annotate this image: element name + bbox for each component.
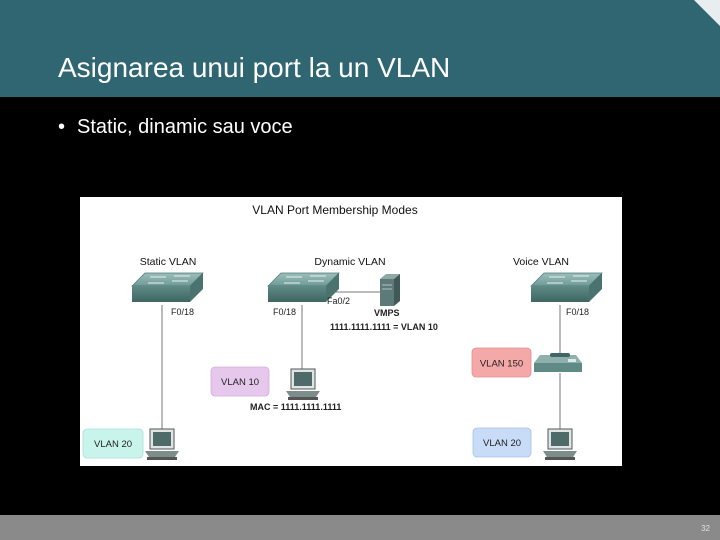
ip-phone-icon	[534, 353, 582, 372]
static-vlan-tag: VLAN 20	[82, 428, 144, 459]
diagram-title: VLAN Port Membership Modes	[252, 203, 417, 217]
header-corner-decoration	[694, 0, 720, 26]
dynamic-vlan-tag: VLAN 10	[210, 366, 270, 397]
voice-pc-vlan-tag-text: VLAN 20	[483, 438, 521, 449]
section-dynamic-vlan: Dynamic VLAN	[314, 256, 385, 268]
vmps-server-icon	[380, 274, 400, 306]
section-static-vlan: Static VLAN	[140, 256, 197, 268]
voice-pc-icon	[543, 428, 577, 460]
vlan-membership-diagram: VLAN Port Membership Modes Static VLAN D…	[80, 197, 622, 466]
static-vlan-tag-text: VLAN 20	[94, 439, 132, 450]
voice-pc-vlan-tag: VLAN 20	[472, 427, 532, 458]
mac-address-label: MAC = 1111.1111.1111	[250, 402, 341, 412]
static-pc-icon	[145, 428, 179, 460]
dynamic-vlan-tag-text: VLAN 10	[221, 377, 259, 388]
slide-title: Asignarea unui port la un VLAN	[58, 52, 451, 83]
static-port-label: F0/18	[171, 307, 194, 317]
voice-switch-icon	[530, 272, 603, 302]
slide-header: Asignarea unui port la un VLAN	[0, 0, 720, 97]
dynamic-port-label: F0/18	[273, 307, 296, 317]
slide-footer: 32	[0, 515, 720, 540]
bullet-dot-icon: •	[58, 116, 66, 138]
page-number: 32	[701, 524, 710, 533]
static-switch-icon	[131, 272, 204, 302]
section-voice-vlan: Voice VLAN	[513, 256, 569, 268]
diagram-canvas: VLAN Port Membership Modes Static VLAN D…	[82, 203, 603, 460]
bullet-text: Static, dinamic sau voce	[77, 116, 293, 138]
dynamic-switch-icon	[267, 272, 340, 302]
vmps-label: VMPS	[374, 308, 400, 318]
dynamic-server-port-label: Fa0/2	[327, 296, 350, 306]
dynamic-pc-icon	[286, 368, 320, 400]
bullet-item: • Static, dinamic sau voce	[58, 116, 293, 139]
voice-phone-vlan-tag: VLAN 150	[471, 347, 532, 378]
vmps-mapping-label: 1111.1111.1111 = VLAN 10	[330, 322, 438, 332]
voice-phone-vlan-tag-text: VLAN 150	[480, 359, 523, 370]
voice-port-label: F0/18	[566, 307, 589, 317]
